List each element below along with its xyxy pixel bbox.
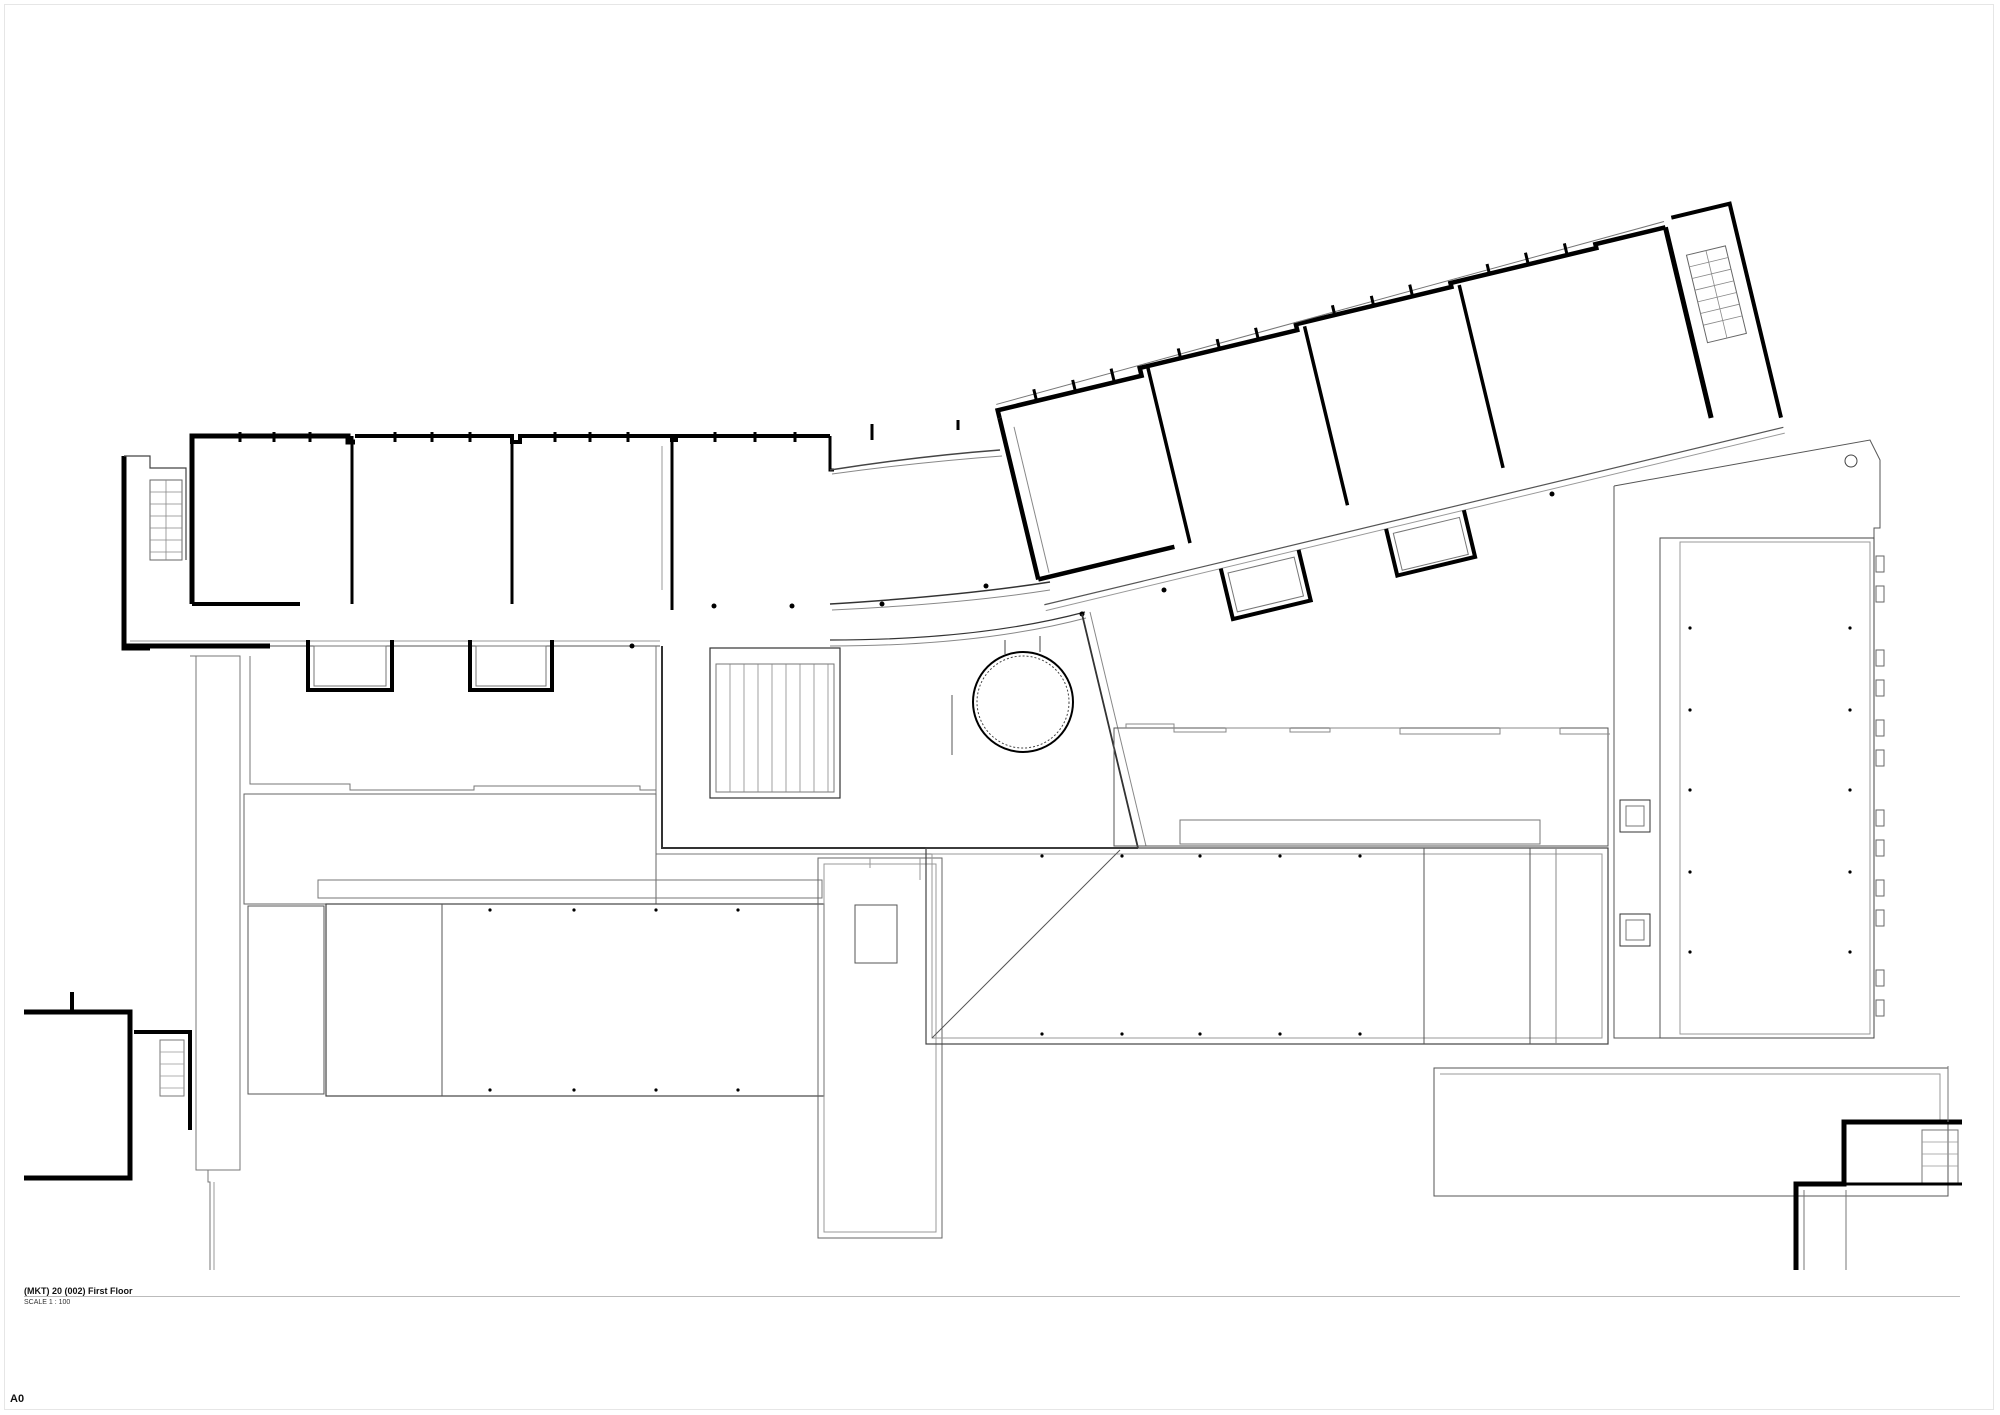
corridor-columns [629,603,795,649]
west-wing-outer-wall [189,433,355,604]
east-wing [994,201,1785,622]
east-wing-west-wall [997,417,1041,580]
roof-hip-line [931,849,1121,1039]
roof-vent-1 [1619,799,1651,833]
west-roof-strip [190,655,241,1171]
west-stair-wall [121,456,150,651]
roof-hall [317,879,823,899]
east-wing-south-wall [1037,544,1175,582]
west-wing-north-wall [355,434,830,444]
roof-skylight-1 [854,904,898,964]
roof-panel-west [243,793,657,905]
southeast-block [1433,1067,1949,1197]
roof-panel-east [1113,727,1609,847]
west-wing-window-mullions [238,432,797,442]
link-corridor-south-wall [829,581,1051,605]
adjacent-building-west [24,992,192,1181]
atrium-stair [709,647,841,799]
west-bay-1 [306,640,394,692]
roof-hall-east [925,847,1609,1045]
adjacent-building-east [1793,1066,1962,1270]
circular-void [972,651,1074,753]
east-wing-north-wall [994,225,1666,419]
sheet-size-label: A0 [10,1393,25,1405]
west-wing-east-wall [828,436,834,472]
east-wing-east-wall [1662,226,1714,419]
sheet-frame [4,4,1994,1410]
roof-grid-markers [488,626,1852,1092]
roof-vent-2 [1619,913,1651,947]
east-block-outline [1613,439,1881,1039]
west-wing [121,432,834,692]
east-room-divider-1 [1146,367,1192,544]
east-bay-2 [1384,509,1478,578]
link-corridor [829,420,1555,647]
title-rule [24,1296,1960,1297]
central-atrium [655,611,1147,855]
roof-panel-far-east [1659,537,1875,1039]
link-corridor-north-wall [829,449,1001,471]
roof-drain [1844,454,1858,468]
east-bay-1 [1218,549,1314,622]
east-room-divider-3 [1457,284,1505,469]
west-bay-2 [468,640,554,692]
drawing-scale: SCALE 1 : 100 [24,1299,71,1306]
drawing-title: (MKT) 20 (002) First Floor [24,1286,133,1296]
east-room-divider-2 [1302,325,1350,506]
roof-areas [190,439,1949,1270]
east-stair-wall [1670,201,1783,419]
roof-hall-main [325,903,825,1097]
